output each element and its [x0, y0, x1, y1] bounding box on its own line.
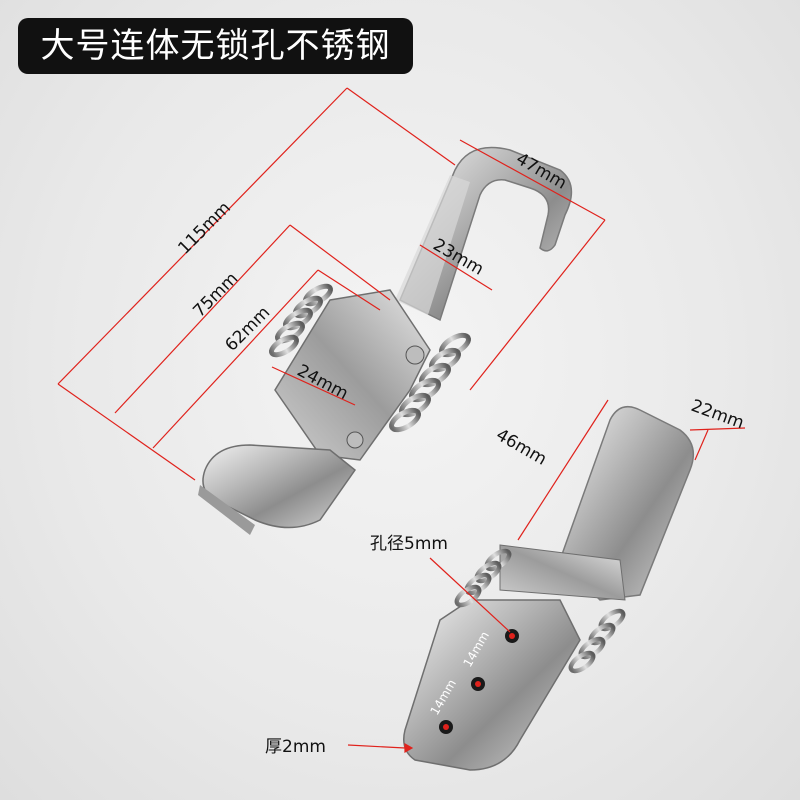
title-badge: 大号连体无锁孔不锈钢 — [18, 18, 413, 74]
product-title: 大号连体无锁孔不锈钢 — [40, 26, 391, 66]
latch-large — [198, 146, 573, 535]
latch-small — [403, 405, 695, 771]
dim-22: 22mm — [688, 396, 746, 434]
dim-115: 115mm — [174, 198, 235, 259]
dim-62: 62mm — [221, 303, 274, 356]
dim-thickness: 厚2mm — [265, 737, 326, 757]
dim-75: 75mm — [189, 269, 242, 322]
dim-hole: 孔径5mm — [370, 534, 448, 554]
dim-46: 46mm — [493, 425, 550, 470]
dimension-lines — [57, 87, 746, 754]
